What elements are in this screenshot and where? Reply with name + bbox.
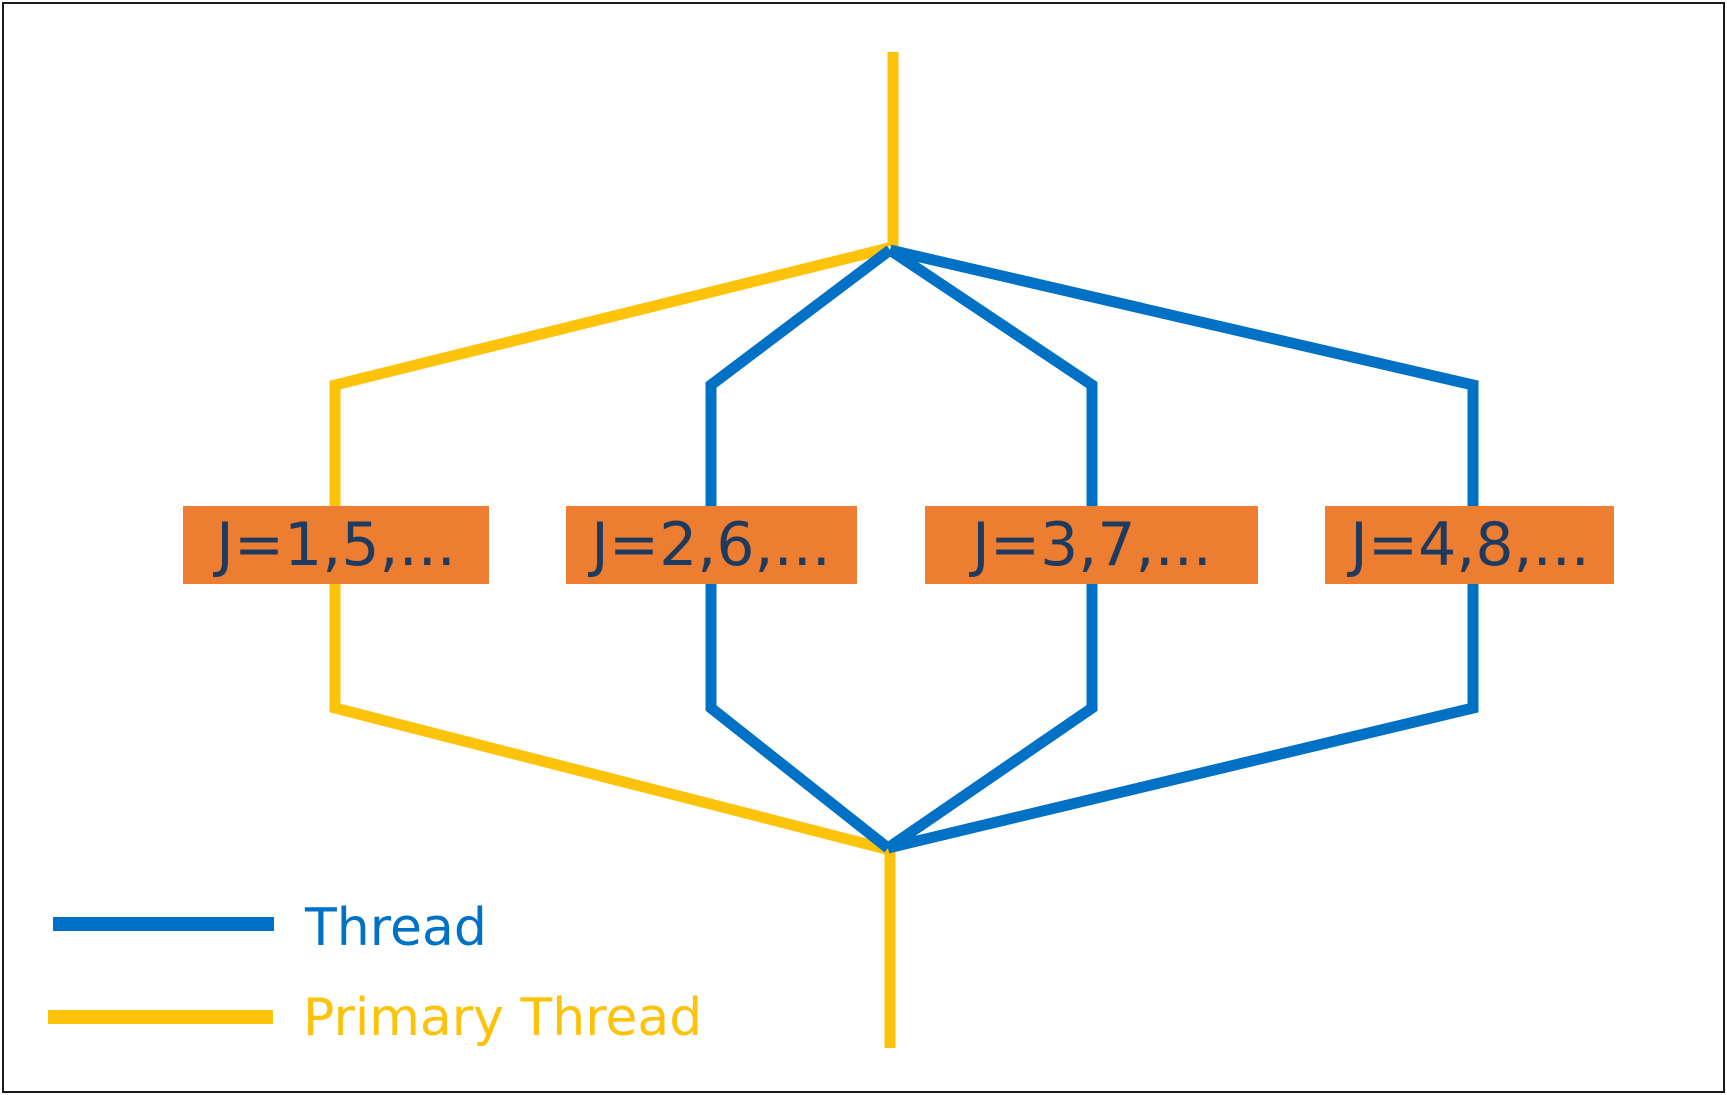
iteration-box-label: J=1,5,...	[212, 510, 456, 580]
iteration-box-4: J=4,8,...	[1325, 506, 1614, 584]
iteration-box-label: J=2,6,...	[587, 510, 831, 580]
legend-thread-label: Thread	[304, 898, 487, 958]
iteration-box-1: J=1,5,...	[183, 506, 489, 584]
iteration-box-2: J=2,6,...	[566, 506, 857, 584]
iteration-box-label: J=3,7,...	[968, 510, 1212, 580]
iteration-box-label: J=4,8,...	[1346, 510, 1590, 580]
iteration-box-3: J=3,7,...	[925, 506, 1258, 584]
legend-primary-thread-label: Primary Thread	[303, 988, 702, 1048]
legend: Thread Primary Thread	[48, 898, 702, 1048]
